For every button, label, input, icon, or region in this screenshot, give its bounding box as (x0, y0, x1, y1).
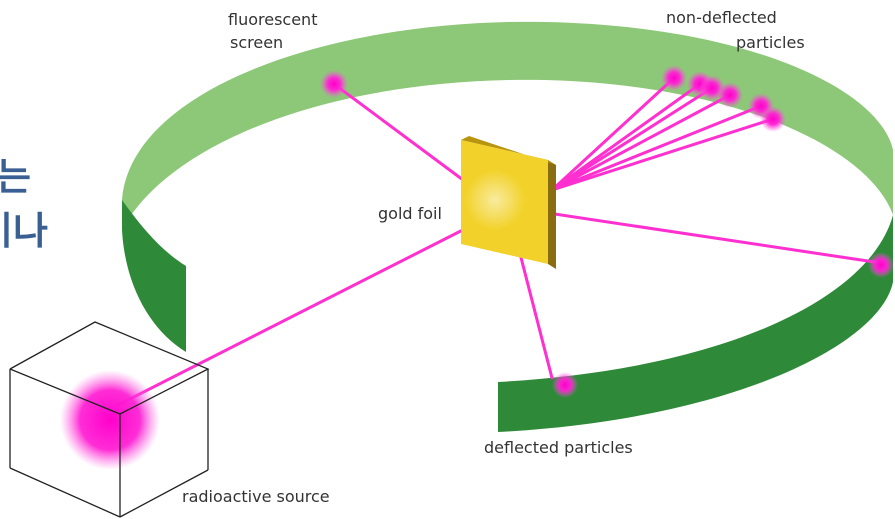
gold-foil (461, 136, 556, 269)
non-deflected-path-6 (550, 117, 775, 192)
label-fluorescent-screen-1: fluorescent (228, 10, 317, 29)
non-deflected-spot-4 (717, 82, 743, 108)
backscatter-spot (320, 70, 348, 98)
gold-foil-edge (548, 160, 556, 269)
incoming-beam (116, 205, 510, 407)
gold-foil-impact-glow (465, 170, 525, 230)
non-deflected-path-5 (550, 104, 763, 192)
cube-edge-bottom-right (119, 469, 209, 518)
label-gold-foil: gold foil (378, 204, 442, 223)
deflected-spot-right (868, 252, 894, 278)
non-deflected-spot-6 (760, 106, 786, 132)
radioactive-source (9, 321, 210, 518)
heading-fragment-2: 이나 (0, 209, 48, 253)
non-deflected-path-4 (550, 93, 732, 192)
non-deflected-path-1 (550, 76, 676, 192)
radioactive-source-glow (60, 370, 160, 470)
deflected-spot-lower (552, 372, 578, 398)
label-non-deflected-1: non-deflected (666, 8, 777, 27)
non-deflected-path-3 (550, 86, 714, 192)
label-radioactive-source: radioactive source (182, 487, 330, 506)
fluorescent-screen-left-front (122, 200, 186, 352)
gold-foil-top-edge (461, 136, 556, 165)
fluorescent-screen-right-front (498, 215, 893, 432)
cube-edge-bottom-left (9, 467, 121, 518)
non-deflected-spot-1 (661, 65, 687, 91)
impact-spots (320, 65, 894, 398)
heading-fragment-1: 는 (0, 155, 31, 199)
particle-paths (116, 76, 883, 407)
non-deflected-path-2 (550, 82, 702, 192)
label-deflected-particles: deflected particles (484, 438, 633, 457)
label-fluorescent-screen-2: screen (230, 33, 283, 52)
deflected-path-right (506, 205, 883, 265)
label-non-deflected-2: particles (736, 33, 805, 52)
